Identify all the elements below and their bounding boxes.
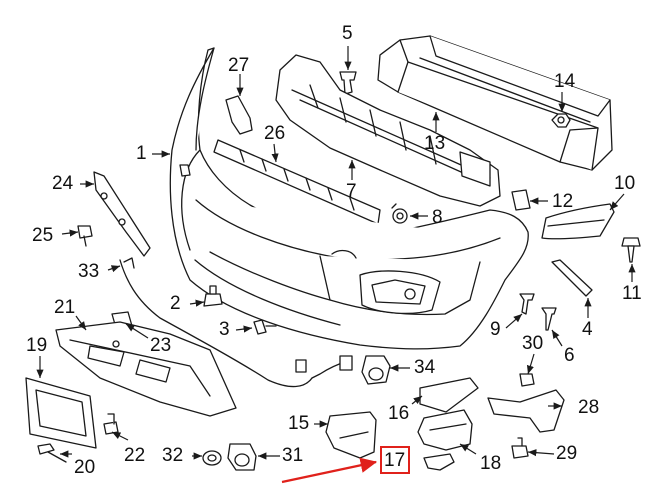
clip-part-22 bbox=[103, 413, 119, 435]
callout-14: 14 bbox=[554, 71, 576, 92]
callout-17: 17 bbox=[384, 450, 406, 471]
callout-16: 16 bbox=[388, 403, 410, 424]
callout-29: 29 bbox=[556, 443, 578, 464]
undertray-part-21 bbox=[55, 321, 237, 417]
trim-part-16 bbox=[419, 377, 479, 413]
callout-8: 8 bbox=[432, 207, 443, 228]
clip-part-30 bbox=[519, 373, 535, 387]
callout-19: 19 bbox=[26, 335, 48, 356]
clip-part-12 bbox=[511, 189, 531, 211]
trim-strip-part-4 bbox=[551, 259, 593, 297]
leader-lines bbox=[36, 46, 636, 460]
callout-5: 5 bbox=[342, 23, 353, 44]
callout-10: 10 bbox=[614, 173, 636, 194]
clip-part-5 bbox=[339, 71, 357, 95]
nut-part-14 bbox=[551, 113, 571, 128]
bumper-cover-part-1 bbox=[169, 47, 529, 350]
bolt-part-11 bbox=[621, 237, 641, 263]
callout-26: 26 bbox=[264, 123, 286, 144]
clip-part-25 bbox=[77, 225, 93, 247]
sensor-part-34 bbox=[361, 355, 391, 385]
callout-34: 34 bbox=[414, 357, 436, 378]
bracket-part-27 bbox=[225, 95, 253, 135]
callout-11: 11 bbox=[622, 283, 642, 304]
callout-13: 13 bbox=[424, 133, 446, 154]
side-piece-part-10 bbox=[541, 203, 615, 240]
callout-30: 30 bbox=[522, 333, 544, 354]
clip-part-29 bbox=[511, 437, 529, 459]
callout-4: 4 bbox=[582, 319, 593, 340]
license-plate-bracket-part-19 bbox=[25, 377, 97, 449]
callout-22: 22 bbox=[124, 445, 146, 466]
bracket-part-28 bbox=[487, 389, 565, 433]
cap-part-17 bbox=[423, 453, 455, 471]
grommet-part-32 bbox=[202, 450, 222, 466]
clip-part-3 bbox=[253, 319, 277, 335]
callout-3: 3 bbox=[219, 319, 230, 340]
callout-25: 25 bbox=[32, 225, 54, 246]
trim-part-18 bbox=[417, 409, 473, 451]
sensor-part-31 bbox=[227, 443, 257, 471]
callout-7: 7 bbox=[346, 181, 357, 202]
callout-18: 18 bbox=[480, 453, 502, 474]
callout-23: 23 bbox=[150, 335, 172, 356]
callout-24: 24 bbox=[52, 173, 74, 194]
fog-lamp-trim-part-15 bbox=[325, 411, 377, 459]
callout-6: 6 bbox=[564, 345, 575, 366]
callout-32: 32 bbox=[162, 445, 184, 466]
bracket-part-24 bbox=[93, 171, 151, 257]
callout-27: 27 bbox=[228, 55, 250, 76]
clip-part-6 bbox=[541, 307, 557, 331]
highlight-arrow bbox=[281, 457, 378, 484]
clip-part-2 bbox=[203, 285, 223, 307]
fastener-part-8 bbox=[391, 203, 408, 224]
callout-31: 31 bbox=[282, 445, 304, 466]
callout-9: 9 bbox=[490, 319, 501, 340]
callout-1: 1 bbox=[136, 143, 147, 164]
callout-20: 20 bbox=[74, 457, 96, 478]
callout-21: 21 bbox=[54, 297, 76, 318]
clip-part-9 bbox=[519, 293, 535, 315]
callout-33: 33 bbox=[78, 261, 100, 282]
highlight-box bbox=[380, 446, 410, 474]
callout-12: 12 bbox=[552, 191, 574, 212]
callout-2: 2 bbox=[170, 293, 181, 314]
reinforcement-beam-part-13 bbox=[377, 35, 613, 171]
callout-15: 15 bbox=[288, 413, 310, 434]
callout-28: 28 bbox=[578, 397, 600, 418]
screw-part-20 bbox=[37, 443, 67, 463]
upper-bracket-part-7 bbox=[275, 54, 501, 207]
